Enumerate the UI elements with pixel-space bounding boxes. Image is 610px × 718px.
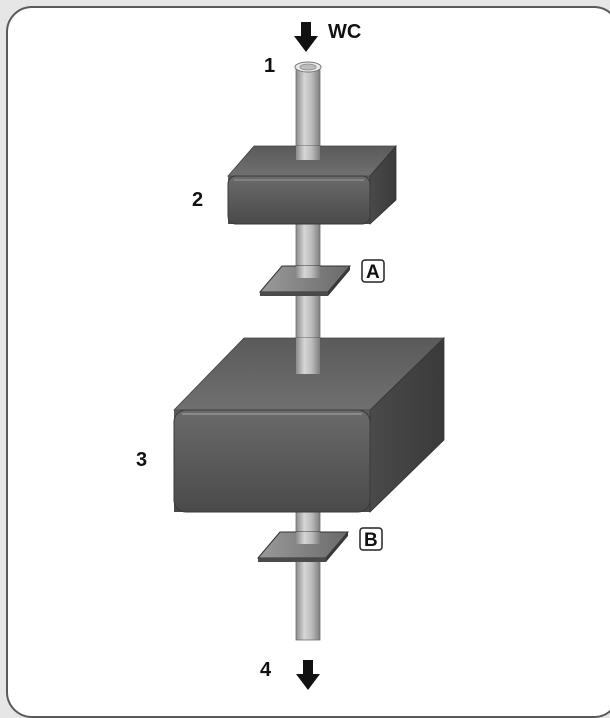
- point-4-label: 4: [260, 659, 272, 681]
- inlet-arrow-icon: [294, 22, 318, 52]
- flow-in-label: WC: [328, 21, 361, 43]
- pipe-through-plate-b: [296, 532, 320, 544]
- upper-block: [227, 144, 397, 225]
- pipe-through-lower-block: [296, 338, 320, 374]
- point-2-label: 2: [192, 189, 203, 211]
- outlet-arrow-icon: [296, 660, 320, 690]
- lower-block: [173, 337, 445, 513]
- pipe-through-plate-a: [296, 266, 320, 278]
- svg-text:B: B: [364, 530, 378, 551]
- svg-text:A: A: [366, 262, 380, 283]
- plate-a: [258, 265, 352, 296]
- plate-b: [256, 531, 350, 562]
- point-3-label: 3: [136, 449, 147, 471]
- flow-diagram: WC 1 2 3 4 A B: [136, 21, 445, 690]
- pipe-inlet-opening: [294, 61, 322, 73]
- point-1-label: 1: [264, 55, 275, 77]
- pipe-through-upper-block: [296, 146, 320, 160]
- marker-a: A: [361, 259, 385, 283]
- marker-b: B: [359, 527, 383, 551]
